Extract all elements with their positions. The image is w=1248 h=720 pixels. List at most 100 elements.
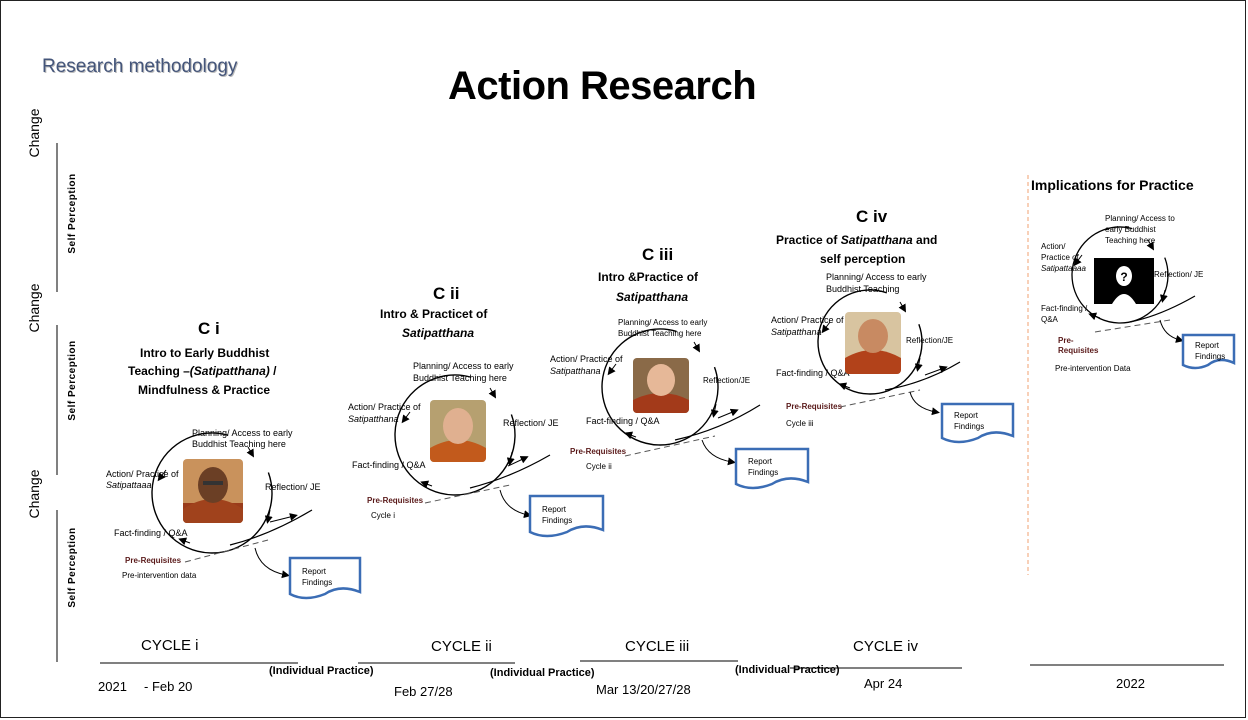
cycle-ii-reflection: Reflection/ JE <box>503 418 559 428</box>
implications-action-3: Satipattaaaa <box>1041 264 1086 273</box>
cycle-i-heading-part-c: / <box>269 364 277 378</box>
implications-planning: Planning/ Access to <box>1105 214 1175 223</box>
slide-subtitle: Research methodology <box>42 56 238 77</box>
implications-report: Report Findings <box>1185 336 1225 362</box>
implications-title: Implications for Practice <box>1031 177 1194 193</box>
cycle-iv-prerequisites: Pre-Requisites <box>786 402 843 411</box>
cycle-iv-heading-part-b: Satipatthana <box>840 233 913 247</box>
person-silhouette-icon: ? <box>1094 258 1154 304</box>
cycle-i-loop <box>151 432 313 579</box>
implications-loop <box>1071 226 1196 343</box>
cycle-i-planning-2: Buddhist Teaching here <box>192 439 286 449</box>
cycle-i-report-line1: Report <box>302 567 327 576</box>
slide-title: Action Research <box>448 64 757 108</box>
unknown-person-icon: ? <box>1094 258 1154 304</box>
cycle-iii-action-2: Satipatthana <box>550 366 601 376</box>
cycle-iii-planning: Planning/ Access to early <box>618 318 708 327</box>
date-apr-24: Apr 24 <box>864 676 903 691</box>
cycle-i-heading-part-b: (Satipatthana) <box>189 364 270 378</box>
timeline-cycle-iv: CYCLE iv <box>853 638 919 655</box>
date-mar: Mar 13/20/27/28 <box>596 682 691 697</box>
cycle-i-report-line2: Findings <box>302 578 333 587</box>
cycle-i-prerequisites: Pre-Requisites <box>125 556 182 565</box>
cycle-ii-planning: Planning/ Access to early <box>413 361 514 371</box>
cycle-ii-monk-photo <box>430 400 486 462</box>
cycle-i-planning: Planning/ Access to early <box>192 428 293 438</box>
cycle-ii-report-line2: Findings <box>542 516 573 525</box>
cycle-iv-cycle-ref: Cycle iii <box>786 419 814 428</box>
cycle-iii-label: C iii <box>642 245 674 264</box>
cycle-iii-report-line2: Findings <box>748 468 779 477</box>
date-feb-27-28: Feb 27/28 <box>394 684 453 699</box>
cycle-iii-report: Report Findings <box>738 452 778 478</box>
timeline-cycle-i: CYCLE i <box>141 637 199 654</box>
cycle-ii-report: Report Findings <box>532 500 572 526</box>
cycle-iv-heading-part-a: Practice of <box>776 233 841 247</box>
cycle-iv-report-line1: Report <box>954 411 979 420</box>
cycle-iii-heading-line2: Satipatthana <box>616 290 689 304</box>
cycle-ii-report-line1: Report <box>542 505 567 514</box>
cycle-i-reflection: Reflection/ JE <box>265 482 321 492</box>
monk-portrait-icon <box>845 312 901 374</box>
cycle-iv-planning-2: Buddhist Teaching <box>826 284 900 294</box>
cycle-iii-planning-2: Buddhist Teaching here <box>618 329 702 338</box>
implications-reflection: Reflection/ JE <box>1154 270 1204 279</box>
cycle-ii-cycle-ref: Cycle i <box>371 511 396 520</box>
cycle-iv-report-line2: Findings <box>954 422 985 431</box>
cycle-i-label: C i <box>198 319 220 338</box>
implications-fact-finding-2: Q&A <box>1041 315 1058 324</box>
monk-portrait-icon <box>183 459 243 523</box>
cycle-i-monk-photo <box>183 459 243 523</box>
cycle-i-report: Report Findings <box>292 562 332 588</box>
cycle-iv-monk-photo <box>845 312 901 374</box>
implications-prerequisites-2: Requisites <box>1058 346 1099 355</box>
cycle-iii-fact-finding: Fact-finding / Q&A <box>586 416 660 426</box>
cycle-iv-action-2: Satipatthana <box>771 327 822 337</box>
individual-practice-2: (Individual Practice) <box>490 667 595 679</box>
cycle-iii-action: Action/ Practice of <box>550 354 623 364</box>
cycle-iv-loop <box>817 289 961 416</box>
cycle-iv-report: Report Findings <box>944 406 984 432</box>
cycle-iv-action: Action/ Practice of <box>771 315 844 325</box>
implications-report-line2: Findings <box>1195 352 1226 361</box>
monk-portrait-icon <box>633 358 689 413</box>
cycle-i-action: Action/ Practice of <box>106 469 179 479</box>
monk-portrait-icon <box>430 400 486 462</box>
timeline-cycle-iii: CYCLE iii <box>625 638 690 655</box>
cycle-iii-loop <box>601 328 761 466</box>
cycle-ii-heading-line2: Satipatthana <box>402 326 475 340</box>
implications-pre-intervention: Pre-intervention Data <box>1055 364 1131 373</box>
cycle-iii-monk-photo <box>633 358 689 413</box>
cycle-iii-report-line1: Report <box>748 457 773 466</box>
date-2022: 2022 <box>1116 676 1145 691</box>
cycle-ii-action: Action/ Practice of <box>348 402 421 412</box>
cycle-i-heading-part-a: Teaching – <box>128 364 190 378</box>
cycle-iv-heading-line2: self perception <box>820 252 906 266</box>
cycle-iii-prerequisites: Pre-Requisites <box>570 447 627 456</box>
cycle-iv-heading-line1: Practice of Satipatthana and <box>776 233 937 247</box>
cycle-ii-heading-line1: Intro & Practicet of <box>380 307 488 321</box>
cycle-ii-fact-finding: Fact-finding / Q&A <box>352 460 426 470</box>
cycle-i-pre-intervention: Pre-intervention data <box>122 571 197 580</box>
cycle-ii-prerequisites: Pre-Requisites <box>367 496 424 505</box>
cycle-i-heading-line3: Mindfulness & Practice <box>138 383 271 397</box>
implications-planning-3: Teaching here <box>1105 236 1156 245</box>
cycle-iv-reflection: Reflection/JE <box>906 336 954 345</box>
cycle-ii-action-2: Satipatthana <box>348 414 399 424</box>
implications-report-line1: Report <box>1195 341 1220 350</box>
cycle-iv-heading-part-c: and <box>912 233 938 247</box>
cycle-ii-planning-2: Buddhist Teaching here <box>413 373 507 383</box>
cycle-iii-reflection: Reflection/JE <box>703 376 751 385</box>
implications-action-2: Practice of <box>1041 253 1079 262</box>
date-2021: 2021 <box>98 679 127 694</box>
date-feb-20: - Feb 20 <box>144 679 193 694</box>
individual-practice-1: (Individual Practice) <box>269 665 374 677</box>
cycle-ii-label: C ii <box>433 284 460 303</box>
cycle-iv-fact-finding: Fact-finding / Q&A <box>776 368 850 378</box>
svg-text:?: ? <box>1120 270 1127 284</box>
cycle-i-heading-line1: Intro to Early Buddhist <box>140 346 270 360</box>
cycle-i-heading-line2: Teaching –(Satipatthana) / <box>128 364 276 378</box>
cycle-iii-heading-line1: Intro &Practice of <box>598 270 699 284</box>
